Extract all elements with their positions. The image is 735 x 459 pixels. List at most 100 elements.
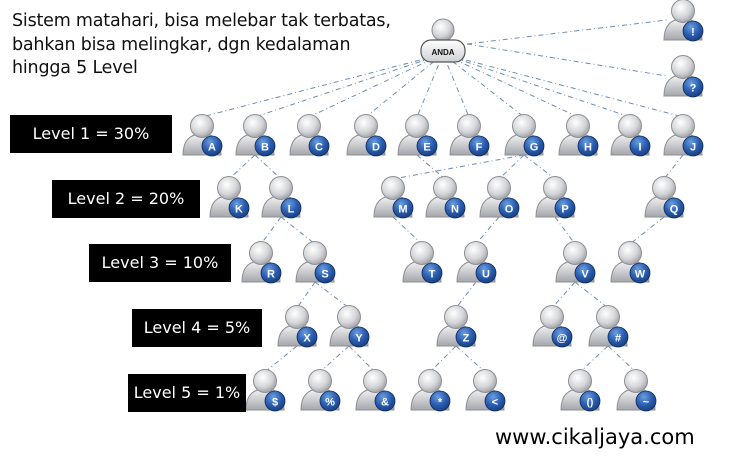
level-2-label: Level 2 = 20% (52, 180, 200, 218)
member-label: D (372, 142, 380, 154)
website-url[interactable]: www.cikaljaya.com (490, 420, 735, 459)
member-badge (421, 262, 443, 284)
connector-line (442, 53, 631, 118)
member-label: B (261, 142, 269, 154)
connector-line (466, 43, 668, 77)
member-node: H (558, 114, 599, 157)
member-label: T (429, 269, 436, 281)
member-label: ? (690, 83, 697, 95)
member-label: S (321, 269, 328, 281)
member-label: X (303, 333, 311, 345)
member-node: R (241, 241, 282, 284)
member-badge (663, 197, 685, 219)
connector-line (455, 345, 486, 373)
member-node: X (277, 305, 318, 348)
member-label: Y (355, 333, 363, 345)
member-node: G (504, 114, 545, 157)
diagram-description: Sistem matahari, bisa melebar tak terbat… (12, 11, 391, 78)
connector-line (280, 216, 316, 245)
connector-line (228, 154, 256, 180)
connector-line (442, 53, 470, 118)
connector-line (551, 281, 576, 309)
member-node: S (295, 241, 336, 284)
member-badge (308, 135, 330, 157)
member-label: C (315, 142, 323, 154)
member-node: J (663, 114, 704, 157)
member-badge (577, 135, 599, 157)
member-node: ? (663, 55, 704, 98)
member-badge (201, 135, 223, 157)
member-node: V (555, 241, 596, 284)
member-node: Y (329, 305, 370, 348)
member-badge (296, 326, 318, 348)
level-1-label: Level 1 = 30% (10, 115, 172, 153)
member-label: < (492, 397, 498, 409)
member-node: B (235, 114, 276, 157)
connector-line (348, 345, 376, 373)
member-badge (475, 262, 497, 284)
member-label: * (438, 397, 443, 409)
member-label: N (451, 204, 459, 216)
connector-line (254, 53, 444, 118)
member-node: * (410, 369, 451, 412)
connector-lines (201, 19, 684, 373)
member-badge (484, 390, 506, 412)
connector-line (392, 216, 423, 245)
member-node: D (346, 114, 387, 157)
member-badge (392, 197, 414, 219)
member-badge (228, 197, 250, 219)
member-node: A (182, 114, 223, 157)
member-badge (629, 262, 651, 284)
member-node: K (209, 176, 250, 219)
member-badge (629, 135, 651, 157)
member-label: () (587, 398, 594, 409)
member-node: O (479, 176, 520, 219)
member-node: F (449, 114, 490, 157)
member-badge (551, 326, 573, 348)
connector-line (260, 216, 282, 245)
member-badge (280, 197, 302, 219)
member-badge (348, 326, 370, 348)
member-badge (635, 390, 657, 412)
member-badge (416, 135, 438, 157)
level-4-label: Level 4 = 5% (132, 309, 262, 347)
connector-line (607, 345, 637, 373)
connector-line (392, 154, 525, 180)
connector-line (319, 345, 350, 373)
member-node: Q (644, 176, 685, 219)
member-badge (254, 135, 276, 157)
connector-line (365, 53, 444, 118)
member-label: Q (670, 204, 679, 216)
member-node: I (610, 114, 651, 157)
connector-line (579, 345, 609, 373)
root-node-label: ANDA (431, 48, 454, 57)
member-label: R (267, 269, 275, 281)
connector-line (455, 281, 477, 309)
member-badge (429, 390, 451, 412)
connector-line (663, 154, 684, 180)
member-label: ! (691, 27, 695, 39)
member-label: @ (557, 333, 568, 345)
member-label: I (638, 142, 641, 154)
connector-line (574, 281, 609, 309)
member-label: E (423, 142, 430, 154)
member-node: L (261, 176, 302, 219)
member-node: E (397, 114, 438, 157)
member-label: M (398, 204, 407, 216)
member-badge (574, 262, 596, 284)
member-node: N (425, 176, 466, 219)
member-node: M (373, 176, 414, 219)
connector-line (416, 154, 446, 180)
member-badge (498, 197, 520, 219)
member-badge (607, 326, 629, 348)
member-label: W (635, 269, 646, 281)
member-node: W (610, 241, 651, 284)
member-node: C (289, 114, 330, 157)
connector-line (314, 281, 350, 309)
connector-line (523, 154, 556, 180)
member-badge (468, 135, 490, 157)
member-badge (682, 20, 704, 42)
member-node: U (456, 241, 497, 284)
member-label: ~ (643, 397, 650, 409)
